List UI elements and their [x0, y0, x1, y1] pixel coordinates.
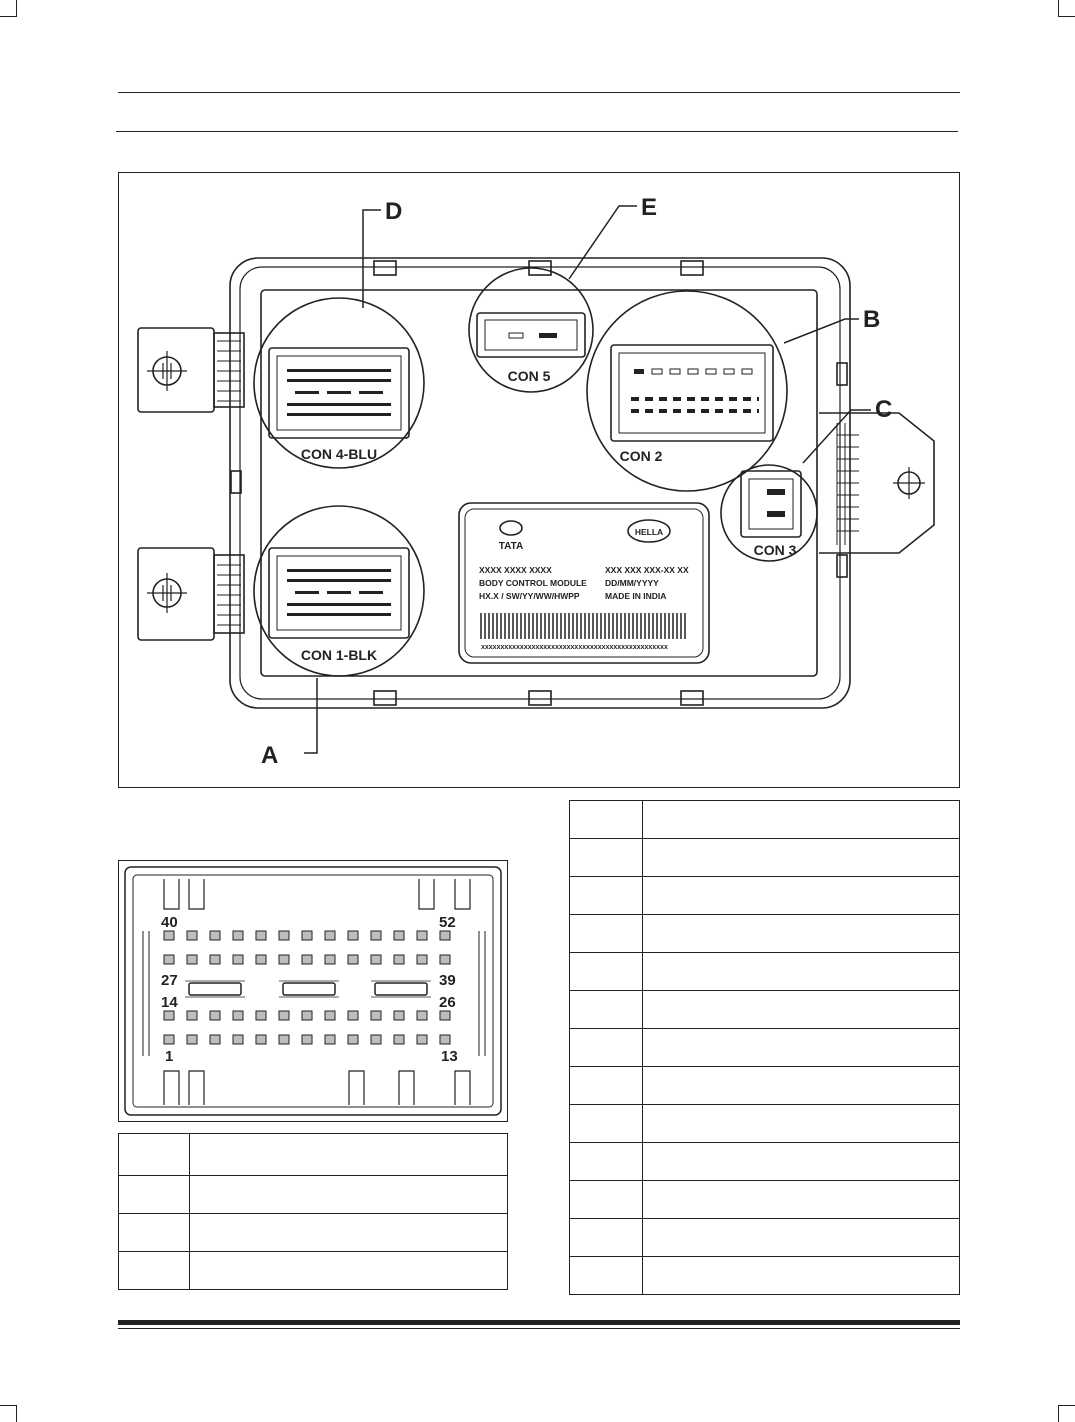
con2-housing — [610, 344, 774, 442]
pinout-housing-outer — [124, 866, 502, 1116]
con2-label: CON 2 — [620, 448, 663, 464]
pin-number-27: 27 — [161, 972, 178, 989]
table-row — [569, 876, 960, 915]
mount-bracket-right — [819, 412, 935, 554]
con1-housing — [268, 547, 410, 639]
con3-highlight-circle — [720, 464, 818, 562]
table-row — [569, 1180, 960, 1219]
footer-rule-thin — [118, 1328, 960, 1329]
mount-hole-bottom-left — [147, 573, 187, 613]
callout-d: D — [385, 198, 402, 225]
pin-number-52: 52 — [439, 914, 456, 931]
con1-pinout-drawing: 40 52 27 39 14 26 1 13 — [124, 866, 502, 1116]
housing-inner — [239, 266, 841, 700]
con4-housing — [268, 347, 410, 439]
pin-number-13: 13 — [441, 1048, 458, 1065]
table-row — [118, 1175, 508, 1214]
housing-face — [260, 289, 818, 677]
label-barcode-text: xxxxxxxxxxxxxxxxxxxxxxxxxxxxxxxxxxxxxxxx… — [481, 644, 668, 651]
con4-pins — [287, 369, 391, 416]
table-row — [569, 1256, 960, 1295]
bcm-figure: D E B C A CON 4-BLU CON 1-BLK CON 5 CON … — [118, 172, 960, 788]
con1-pinout-figure: 40 52 27 39 14 26 1 13 — [118, 860, 508, 1122]
con5-label: CON 5 — [508, 368, 551, 384]
table-row — [118, 1213, 508, 1252]
con5-housing — [476, 312, 586, 358]
leader-c — [802, 409, 871, 464]
mount-bracket-bottom-left — [137, 547, 215, 641]
pin-number-40: 40 — [161, 914, 178, 931]
label-line3-right: MADE IN INDIA — [605, 591, 666, 601]
right-pin-table — [569, 800, 960, 1295]
bcm-drawing: D E B C A CON 4-BLU CON 1-BLK CON 5 CON … — [137, 194, 935, 769]
con4-highlight-circle — [253, 297, 425, 469]
callout-e: E — [641, 194, 657, 221]
table-row — [569, 800, 960, 839]
con5-highlight-circle — [468, 267, 594, 393]
pin-number-14: 14 — [161, 994, 178, 1011]
pinout-pin-cells — [163, 930, 451, 1045]
table-row — [569, 1104, 960, 1143]
con3-housing — [740, 470, 802, 538]
con2-highlight-circle — [586, 290, 788, 492]
leader-b — [783, 318, 859, 344]
table-row — [569, 838, 960, 877]
label-line3-left: HX.X / SW/YY/WW/HWPP — [479, 591, 580, 601]
callout-a: A — [261, 742, 278, 769]
table-row — [569, 1142, 960, 1181]
header-rule-bottom — [116, 131, 958, 132]
table-row — [569, 1218, 960, 1257]
con1-pins — [287, 569, 391, 616]
leader-d — [362, 209, 381, 308]
table-row — [118, 1251, 508, 1290]
pin-number-26: 26 — [439, 994, 456, 1011]
label-line1-left: XXXX XXXX XXXX — [479, 565, 552, 575]
table-row — [569, 1028, 960, 1067]
crop-mark-top-right — [1058, 0, 1075, 17]
pin-number-1: 1 — [165, 1048, 173, 1065]
con4-label: CON 4-BLU — [301, 446, 377, 462]
callout-b: B — [863, 306, 880, 333]
label-brand-tata: TATA — [499, 541, 523, 552]
crop-mark-top-left — [0, 0, 17, 17]
table-row — [118, 1133, 508, 1176]
table-row — [569, 1066, 960, 1105]
mount-bracket-top-left — [137, 327, 215, 413]
con2-pins — [631, 368, 759, 413]
label-line2-left: BODY CONTROL MODULE — [479, 578, 587, 588]
mount-hole-right — [893, 467, 925, 499]
callout-c: C — [875, 396, 892, 423]
table-row — [569, 952, 960, 991]
leader-e — [568, 205, 637, 280]
header-rule-top — [118, 92, 960, 93]
table-row — [569, 914, 960, 953]
con5-pins — [508, 332, 557, 339]
con3-pins — [767, 489, 785, 517]
con1-label: CON 1-BLK — [301, 647, 377, 663]
label-line1-right: XXX XXX XXX-XX XX — [605, 565, 689, 575]
con3-label: CON 3 — [754, 542, 797, 558]
table-row — [569, 990, 960, 1029]
crop-mark-bottom-right — [1058, 1405, 1075, 1422]
pin-number-39: 39 — [439, 972, 456, 989]
label-plate — [458, 502, 710, 664]
label-brand-hella: HELLA — [635, 527, 663, 537]
crop-mark-bottom-left — [0, 1405, 17, 1422]
barcode — [480, 613, 686, 639]
con1-highlight-circle — [253, 505, 425, 677]
footer-rule-thick — [118, 1320, 960, 1325]
leader-a — [304, 678, 318, 754]
mount-hole-top-left — [147, 351, 187, 391]
housing-outer — [229, 257, 851, 709]
left-pin-table — [118, 1133, 508, 1290]
label-line2-right: DD/MM/YYYY — [605, 578, 659, 588]
